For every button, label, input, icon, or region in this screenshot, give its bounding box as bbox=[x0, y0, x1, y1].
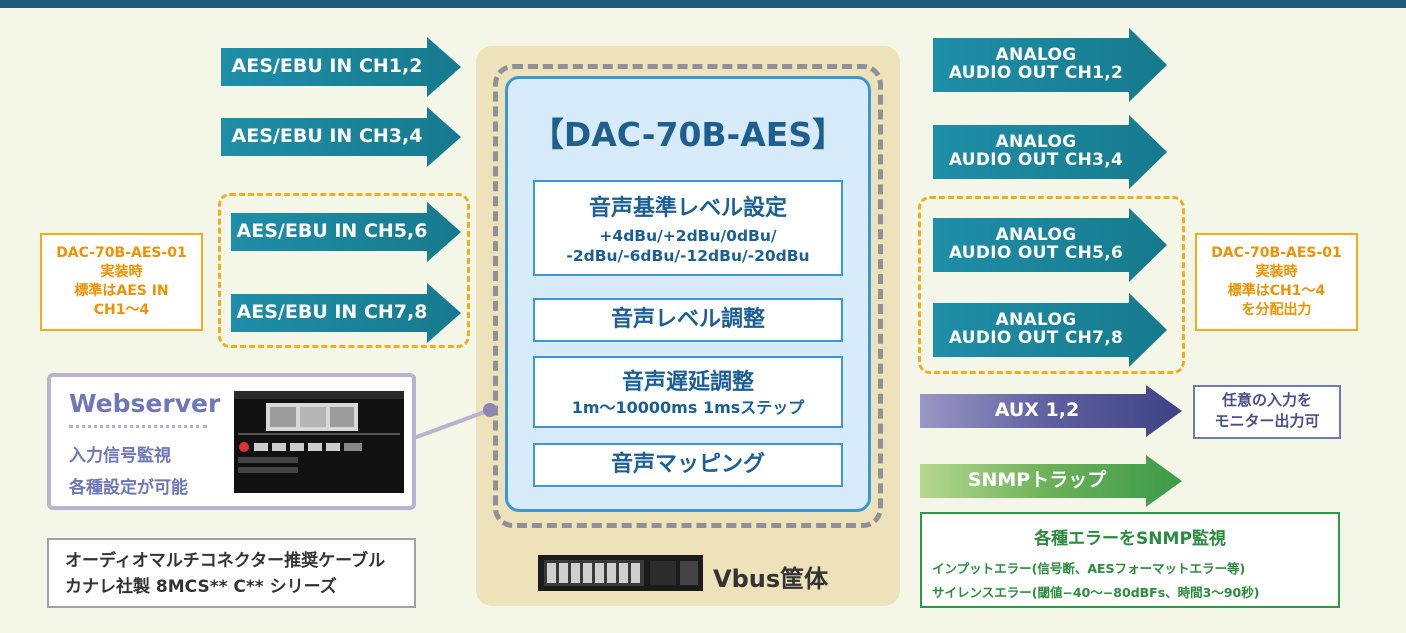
function-sub: 1m～10000ms 1msステップ bbox=[571, 398, 805, 417]
output-option-note: DAC-70B-AES-01 実装時 標準はCH1～4 を分配出力 bbox=[1195, 233, 1358, 331]
input-arrow-ch3-4: AES/EBU IN CH3,4 bbox=[221, 107, 461, 167]
webserver-box: Webserver 入力信号監視 各種設定が可能 bbox=[47, 373, 416, 510]
device-panel bbox=[505, 76, 871, 512]
function-heading: 音声レベル調整 bbox=[610, 307, 765, 332]
chassis-label: Vbus筐体 bbox=[713, 565, 829, 593]
input-option-note: DAC-70B-AES-01 実装時 標準はAES IN CH1～4 bbox=[40, 233, 203, 331]
function-mapping: 音声マッピング bbox=[533, 443, 843, 487]
note-line: 実装時 bbox=[100, 264, 143, 281]
webserver-connector-line bbox=[413, 403, 497, 440]
function-sub: -2dBu/-6dBu/-12dBu/-20dBu bbox=[566, 247, 810, 266]
device-title: 【DAC-70B-AES】 bbox=[530, 115, 846, 154]
output-arrow-ch1-2: ANALOG AUDIO OUT CH1,2 bbox=[933, 28, 1167, 102]
chassis-dashed-border bbox=[493, 64, 883, 528]
function-heading: 音声基準レベル設定 bbox=[588, 196, 787, 221]
note-line: 標準はCH1～4 bbox=[1227, 283, 1326, 299]
input-arrow-ch7-8: AES/EBU IN CH7,8 bbox=[231, 283, 461, 343]
function-sub: +4dBu/+2dBu/0dBu/ bbox=[599, 227, 777, 245]
arrow-label: AES/EBU IN CH5,6 bbox=[236, 220, 428, 243]
optional-input-group bbox=[218, 193, 470, 348]
snmp-line: インプットエラー(信号断、AESフォーマットエラー等) bbox=[932, 561, 1246, 576]
note-line: DAC-70B-AES-01 bbox=[1211, 245, 1342, 262]
cable-line: カナレ社製 8MCS** C** シリーズ bbox=[65, 577, 337, 598]
function-level-adjust: 音声レベル調整 bbox=[533, 298, 843, 342]
arrow-label: ANALOG AUDIO OUT CH7,8 bbox=[948, 310, 1124, 348]
arrow-label: AUX 1,2 bbox=[994, 399, 1080, 422]
webserver-line: 入力信号監視 bbox=[69, 446, 171, 466]
function-reference-level: 音声基準レベル設定 +4dBu/+2dBu/0dBu/ -2dBu/-6dBu/… bbox=[533, 180, 843, 276]
arrow-label: SNMPトラップ bbox=[967, 469, 1107, 492]
note-line: CH1～4 bbox=[93, 301, 150, 318]
note-line: を分配出力 bbox=[1241, 301, 1312, 318]
arrow-label: AES/EBU IN CH7,8 bbox=[236, 301, 428, 324]
output-arrow-ch3-4: ANALOG AUDIO OUT CH3,4 bbox=[933, 115, 1167, 189]
optional-output-group bbox=[918, 196, 1185, 374]
function-heading: 音声遅延調整 bbox=[621, 370, 754, 395]
arrow-label: ANALOG AUDIO OUT CH3,4 bbox=[948, 132, 1124, 170]
cable-note: オーディオマルチコネクター推奨ケーブル カナレ社製 8MCS** C** シリー… bbox=[47, 538, 416, 608]
arrow-label: AES/EBU IN CH3,4 bbox=[231, 125, 423, 148]
input-arrow-ch5-6: AES/EBU IN CH5,6 bbox=[231, 202, 461, 262]
note-line: 実装時 bbox=[1255, 264, 1298, 281]
chassis-hardware-image bbox=[538, 555, 703, 591]
aux-output-arrow: AUX 1,2 bbox=[920, 385, 1182, 437]
arrow-label: ANALOG AUDIO OUT CH5,6 bbox=[948, 225, 1124, 263]
cable-line: オーディオマルチコネクター推奨ケーブル bbox=[65, 551, 386, 571]
note-line: 任意の入力を bbox=[1221, 391, 1312, 409]
note-line: DAC-70B-AES-01 bbox=[56, 245, 187, 262]
note-line: 標準はAES IN bbox=[74, 283, 169, 299]
webserver-title: Webserver bbox=[69, 389, 221, 418]
note-line: モニター出力可 bbox=[1214, 412, 1320, 430]
snmp-monitor-box: 各種エラーをSNMP監視 インプットエラー(信号断、AESフォーマットエラー等)… bbox=[920, 512, 1340, 608]
snmp-line: サイレンスエラー(閾値−40～−80dBFs、時間3～90秒) bbox=[932, 585, 1260, 600]
top-bar bbox=[0, 0, 1406, 8]
webserver-screenshot bbox=[234, 391, 404, 493]
arrow-label: ANALOG AUDIO OUT CH1,2 bbox=[948, 45, 1124, 83]
divider bbox=[69, 425, 207, 428]
snmp-trap-arrow: SNMPトラップ bbox=[920, 455, 1182, 507]
webserver-line: 各種設定が可能 bbox=[69, 478, 188, 498]
output-arrow-ch7-8: ANALOG AUDIO OUT CH7,8 bbox=[933, 293, 1167, 367]
snmp-heading: 各種エラーをSNMP監視 bbox=[1034, 529, 1226, 549]
output-arrow-ch5-6: ANALOG AUDIO OUT CH5,6 bbox=[933, 208, 1167, 282]
input-arrow-ch1-2: AES/EBU IN CH1,2 bbox=[221, 37, 461, 97]
aux-note: 任意の入力を モニター出力可 bbox=[1193, 385, 1341, 439]
function-heading: 音声マッピング bbox=[610, 452, 765, 477]
arrow-label: AES/EBU IN CH1,2 bbox=[231, 55, 423, 78]
function-delay-adjust: 音声遅延調整 1m～10000ms 1msステップ bbox=[533, 356, 843, 428]
